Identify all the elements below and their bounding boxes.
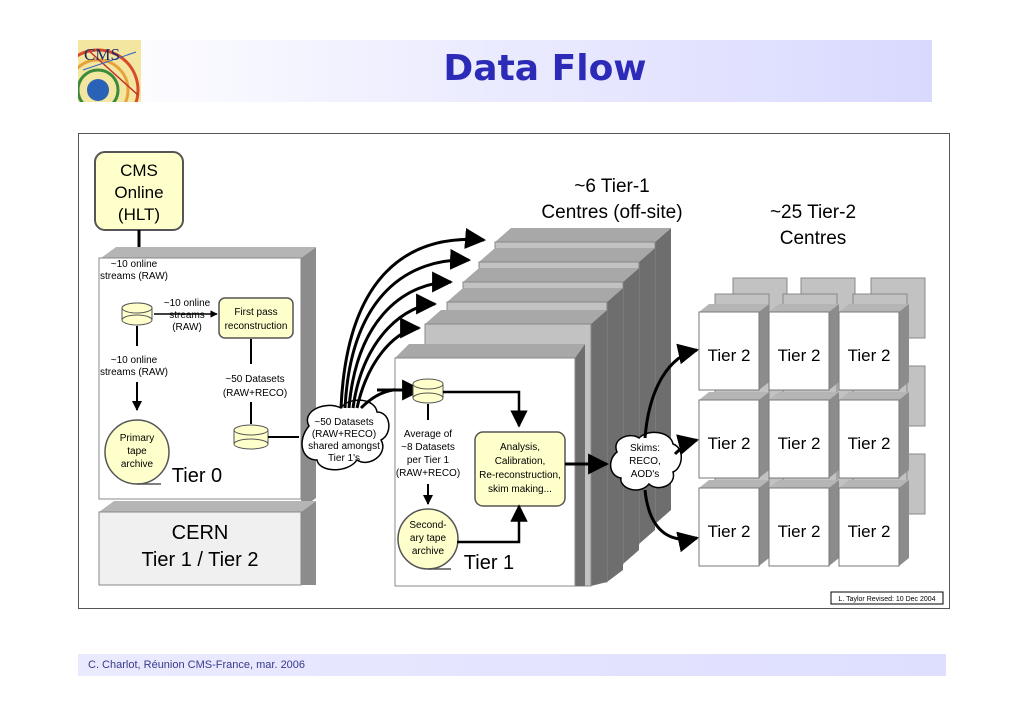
tier2-box-label: Tier 2 [708,434,751,453]
online-streams-label: (RAW) [172,322,202,333]
svg-text:CMS: CMS [84,45,120,64]
data-flow-diagram: CMS Online (HLT) Tier 0 ~10 online strea… [78,133,950,609]
online-streams-label: ~10 online [164,298,211,309]
svg-text:L. Taylor Revised: 10 Dec 20: L. Taylor Revised: 10 Dec 2004 [838,596,935,603]
online-streams-label: ~10 online [111,355,158,366]
page-title: Data Flow [443,48,647,89]
footer-text: C. Charlot, Réunion CMS-France, mar. 200… [88,659,306,671]
tier2-box-label: Tier 2 [848,346,891,365]
tier2-box-label: Tier 2 [778,434,821,453]
storage-cylinder-icon [121,302,153,326]
tier0-label: Tier 0 [172,465,222,487]
svg-text:Analysis,: Analysis, [500,442,540,453]
svg-text:(RAW+RECO): (RAW+RECO) [396,468,460,479]
shared-datasets-cloud: ~50 Datasets (RAW+RECO) shared amongst T… [301,399,390,471]
tier2-heading: Centres [780,228,847,249]
svg-text:AOD's: AOD's [631,469,660,480]
tier2-box-label: Tier 2 [848,434,891,453]
tier2-box-label: Tier 2 [778,346,821,365]
svg-text:archive: archive [121,459,154,470]
online-streams-label: streams (RAW) [100,271,168,282]
footer-band [78,654,946,676]
credit-box: L. Taylor Revised: 10 Dec 2004 [830,591,944,605]
online-streams-label: streams [169,310,205,321]
svg-text:archive: archive [412,546,445,557]
svg-text:Second-: Second- [409,520,446,531]
datasets-label: ~50 Datasets [225,374,284,385]
svg-text:Primary: Primary [120,433,154,444]
cms-online-line: (HLT) [118,205,160,224]
svg-text:Calibration,: Calibration, [495,456,546,467]
cms-online-box: CMS Online (HLT) [94,151,184,231]
tier2-box-label: Tier 2 [778,522,821,541]
svg-text:Skims:: Skims: [630,443,660,454]
tier1-heading: ~6 Tier-1 [574,176,650,197]
svg-text:First pass: First pass [234,307,277,318]
svg-text:Re-reconstruction,: Re-reconstruction, [479,470,561,481]
analysis-box: Analysis, Calibration, Re-reconstruction… [474,431,566,507]
svg-text:skim making...: skim making... [488,484,552,495]
first-pass-box: First pass reconstruction [218,297,294,339]
secondary-tape-archive: Second- ary tape archive [397,508,459,570]
svg-text:tape: tape [127,446,147,457]
cms-online-line: Online [114,183,163,202]
svg-text:Tier 1's: Tier 1's [328,453,360,464]
svg-text:~8 Datasets: ~8 Datasets [401,442,455,453]
svg-text:Average of: Average of [404,429,452,440]
svg-text:RECO,: RECO, [629,456,661,467]
svg-text:(RAW+RECO): (RAW+RECO) [312,429,376,440]
tier2-grid: Tier 2 Tier 2 Tier 2 Tier 2 Tier 2 Tier … [698,277,926,567]
storage-cylinder-icon [412,378,444,404]
cms-logo: CMS [56,40,141,132]
storage-cylinder-icon [233,424,269,450]
svg-text:Tier 1 / Tier 2: Tier 1 / Tier 2 [141,549,258,571]
tier2-box-label: Tier 2 [708,522,751,541]
svg-text:per Tier 1: per Tier 1 [407,455,450,466]
title-band [78,40,932,102]
datasets-label: (RAW+RECO) [223,388,287,399]
cms-online-line: CMS [120,161,158,180]
cern-box: CERN Tier 1 / Tier 2 [98,501,316,586]
tier1-heading: Centres (off-site) [541,202,682,223]
svg-text:CERN: CERN [172,522,229,544]
online-streams-label: streams (RAW) [100,367,168,378]
tier2-box-label: Tier 2 [708,346,751,365]
svg-text:reconstruction: reconstruction [225,321,288,332]
skims-cloud: Skims: RECO, AOD's [609,431,682,491]
tier2-box-label: Tier 2 [848,522,891,541]
online-streams-label: ~10 online [111,259,158,270]
svg-text:ary tape: ary tape [410,533,447,544]
tier1-label: Tier 1 [464,552,514,574]
svg-text:~50 Datasets: ~50 Datasets [314,417,373,428]
primary-tape-archive: Primary tape archive [104,419,170,485]
svg-text:shared amongst: shared amongst [308,441,380,452]
tier2-heading: ~25 Tier-2 [770,202,856,223]
